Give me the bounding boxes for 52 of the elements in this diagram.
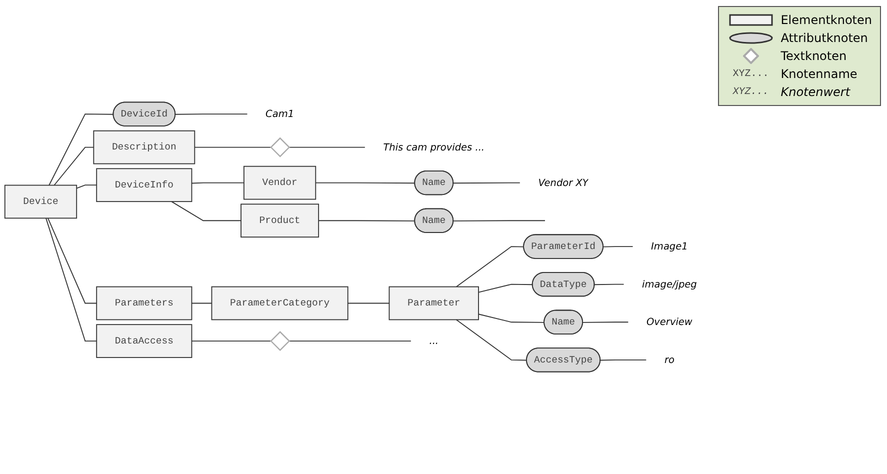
- connector: [174, 114, 248, 115]
- node-text: Overview: [646, 316, 692, 328]
- connector: [191, 340, 272, 342]
- connector: [600, 359, 647, 361]
- node-box: ParameterCategory: [211, 286, 348, 320]
- connector: [582, 322, 629, 323]
- connector: [288, 340, 412, 342]
- node-text: ...: [429, 334, 439, 347]
- connector: [602, 246, 634, 248]
- connector: [456, 246, 524, 288]
- legend-label: Attributknoten: [780, 31, 868, 45]
- node-text: Cam1: [266, 108, 294, 120]
- legend-label: Knotenwert: [780, 85, 850, 99]
- connector: [46, 218, 98, 342]
- connector: [47, 218, 98, 304]
- legend-label: Knotenname: [780, 67, 858, 81]
- node-box: Device: [4, 184, 78, 219]
- connector: [452, 182, 520, 184]
- sample-text: XYZ...: [732, 86, 769, 98]
- sample-text: XYZ...: [732, 68, 769, 80]
- node-box: Parameters: [96, 286, 192, 320]
- node-box: DataAccess: [96, 324, 192, 358]
- connector: [191, 302, 212, 304]
- node-text: This cam provides ...: [383, 141, 485, 153]
- node-box: DeviceInfo: [96, 168, 192, 202]
- legend-label: Textknoten: [780, 49, 847, 63]
- connector: [191, 182, 244, 184]
- node-text: Image1: [651, 240, 688, 252]
- connector: [456, 319, 528, 361]
- node-text: ro: [664, 354, 674, 366]
- node-diamond: [270, 137, 290, 158]
- connector: [347, 302, 390, 304]
- connector: [48, 114, 114, 186]
- legend-label: Elementknoten: [780, 13, 872, 27]
- node-box: Parameter: [388, 286, 479, 320]
- connector: [478, 314, 545, 323]
- connector: [76, 184, 98, 189]
- node-text: image/jpeg: [642, 278, 697, 290]
- node-box: Product: [240, 204, 320, 238]
- connector: [54, 146, 94, 186]
- node-box: Vendor: [243, 166, 316, 200]
- connector: [315, 182, 416, 184]
- connector: [318, 220, 416, 222]
- connector: [171, 201, 242, 222]
- connector: [194, 146, 272, 148]
- connector: [288, 146, 366, 148]
- connector: [478, 284, 534, 293]
- connector: [452, 220, 546, 222]
- connector: [594, 284, 624, 286]
- node-text: Vendor XY: [538, 176, 588, 188]
- node-box: Description: [93, 130, 196, 164]
- node-diamond: [270, 331, 290, 352]
